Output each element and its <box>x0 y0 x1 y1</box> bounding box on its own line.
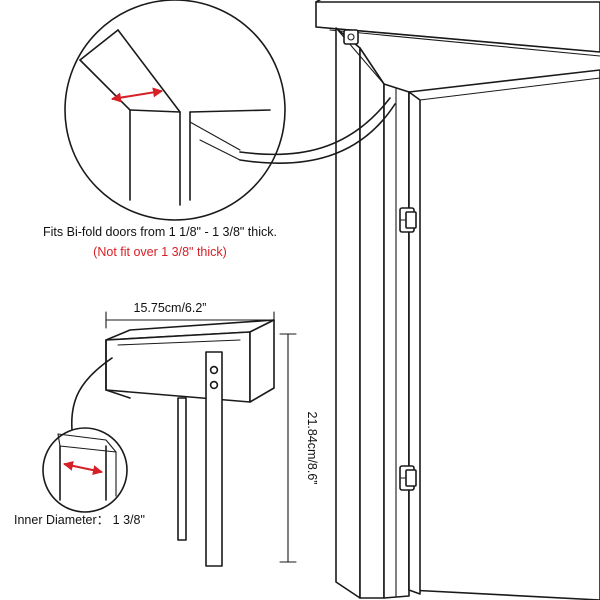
top-door-frame <box>315 0 600 57</box>
top-pivot-bracket <box>343 29 359 45</box>
hinge-lower <box>399 465 417 491</box>
inner-diameter-arrow <box>63 460 103 476</box>
zoom-callout-line <box>239 97 391 156</box>
inner-diameter-label: Inner Diameter： 1 3/8" <box>14 513 145 527</box>
inner-diameter-detail <box>42 427 128 513</box>
inner-callout-line <box>70 357 113 431</box>
right-door-panel <box>408 69 600 600</box>
width-label: 15.75cm/6.2” <box>134 301 207 315</box>
hinge-upper <box>399 207 417 233</box>
fit-description: Fits Bi-fold doors from 1 1/8" - 1 3/8" … <box>43 225 277 239</box>
center-door-panel <box>383 83 410 599</box>
bifold-door-assembly <box>315 0 600 600</box>
thickness-arrow <box>111 87 163 103</box>
left-door-panel <box>335 27 385 599</box>
height-label: 21.84cm/8.6” <box>305 412 319 485</box>
bracket-product <box>70 311 297 567</box>
fit-warning: (Not fit over 1 3/8" thick) <box>93 245 227 259</box>
thickness-zoom-detail <box>64 0 396 221</box>
